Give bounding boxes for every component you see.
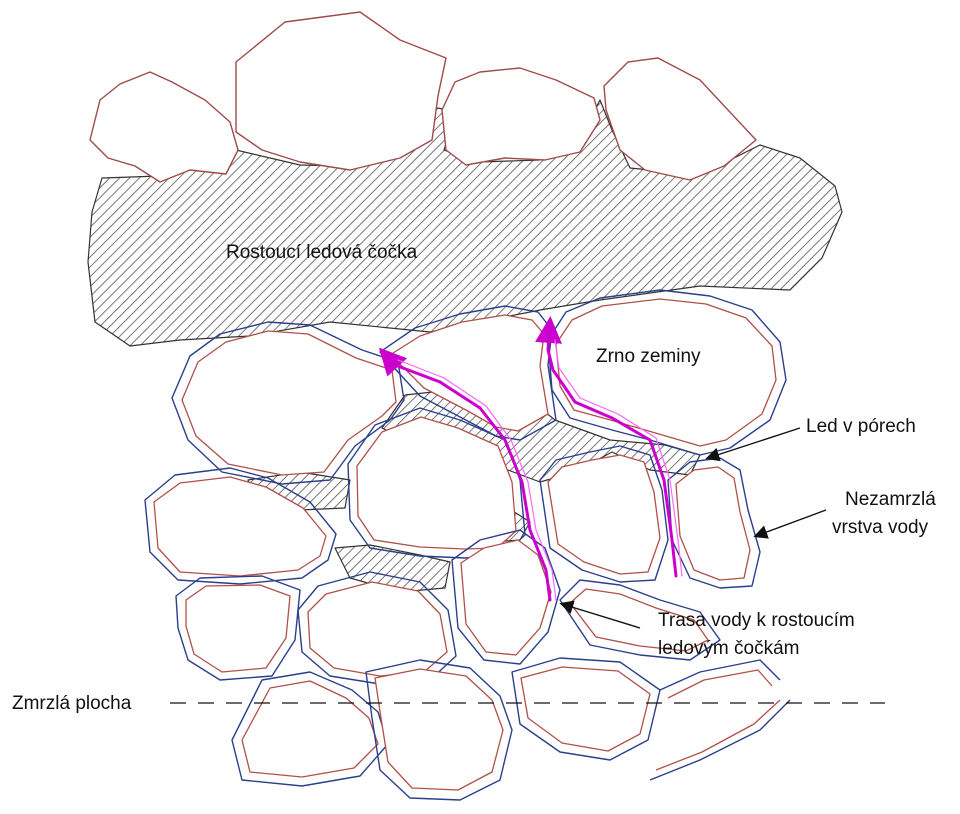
soil-grain (90, 72, 238, 182)
soil-grain-group (512, 658, 660, 760)
soil-grain-group (176, 576, 300, 680)
soil-grain-group (366, 660, 512, 800)
soil-grain-group (668, 458, 760, 588)
soil-grain-group (650, 660, 790, 780)
pore-ice-label: Led v pórech (806, 416, 916, 437)
frozen-plane-label: Zmrzlá plocha (12, 693, 132, 714)
unfrozen-water-label-line2: vrstva vody (832, 517, 929, 538)
ice-lens-label: Rostoucí ledová čočka (226, 242, 418, 263)
soil-grain-label: Zrno zeminy (596, 346, 701, 367)
soil-grain (442, 68, 600, 165)
unfrozen-water-label-line1: Nezamrzlá (845, 489, 936, 510)
unfrozen-water-leader (756, 510, 826, 536)
soil-grain (236, 12, 446, 170)
water-route-label-line1: Trasa vody k rostoucím (658, 610, 855, 631)
soil-grain-group (232, 672, 388, 786)
water-route-label-line2: ledovým čočkám (658, 638, 800, 659)
